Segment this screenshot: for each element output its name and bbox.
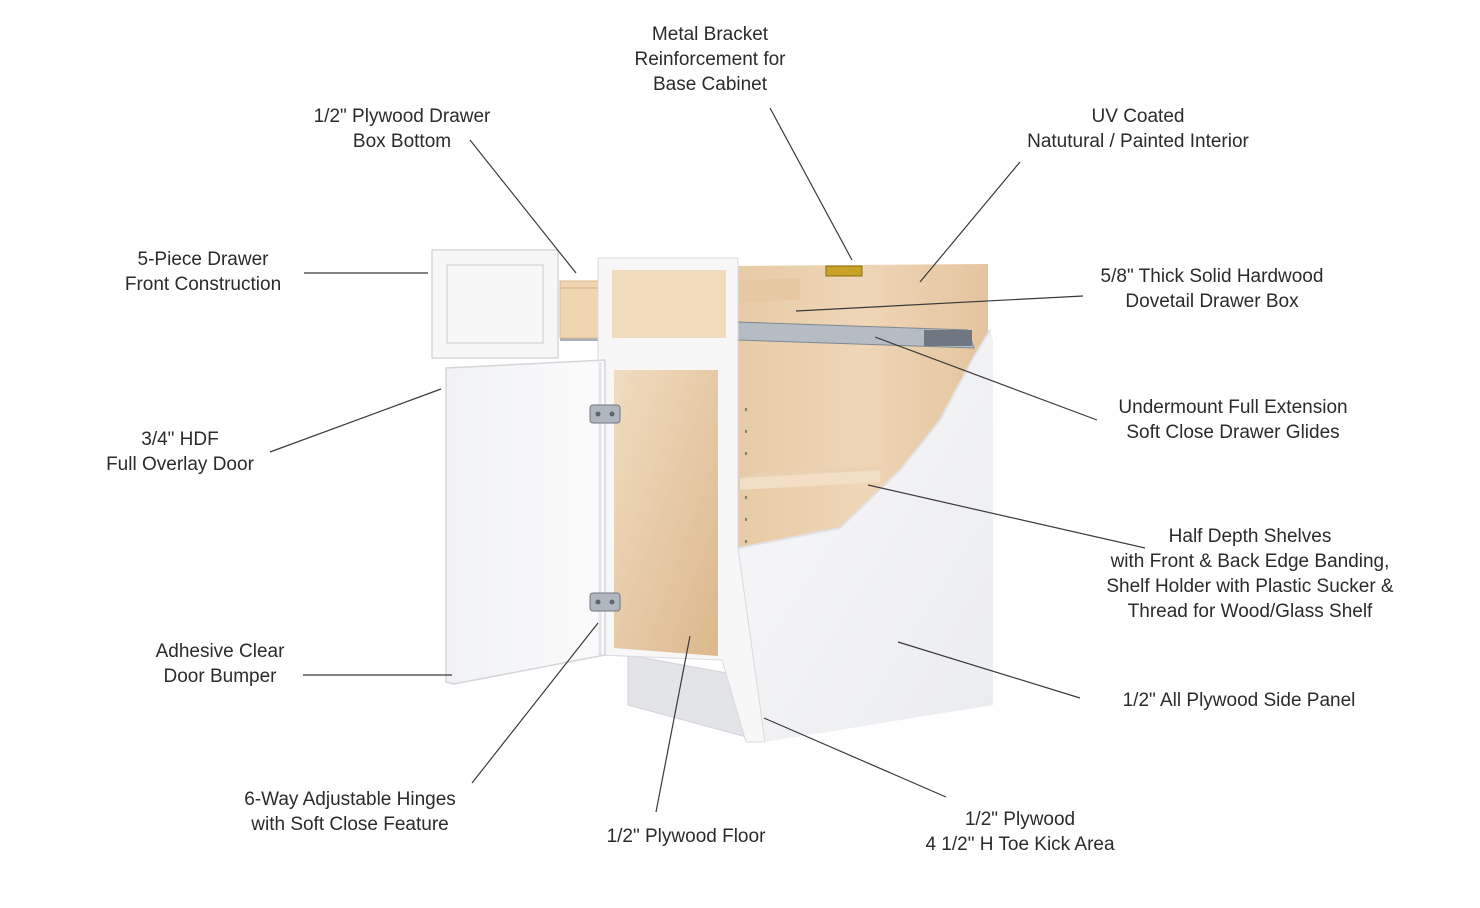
shelf-holes bbox=[745, 408, 747, 543]
hdf-door bbox=[445, 359, 606, 685]
leader-floor bbox=[655, 635, 691, 813]
label-floor: 1/2" Plywood Floor bbox=[606, 826, 766, 847]
leader-drawer-bottom bbox=[469, 139, 577, 274]
label-side-panel: 1/2" All Plywood Side Panel bbox=[1122, 690, 1356, 711]
drawer-front bbox=[431, 249, 559, 359]
label-hinges: 6-Way Adjustable Hinges with Soft Close … bbox=[244, 789, 456, 835]
leader-drawer-box bbox=[795, 295, 1084, 312]
face-frame bbox=[597, 257, 766, 743]
label-drawer-front: 5-Piece Drawer Front Construction bbox=[124, 249, 282, 295]
leader-glides bbox=[874, 336, 1098, 421]
leader-uv-coated bbox=[919, 161, 1021, 283]
leader-metal-bracket bbox=[769, 107, 853, 261]
label-drawer-box: 5/8" Thick Solid Hardwood Dovetail Drawe… bbox=[1100, 266, 1324, 312]
leader-hinges bbox=[471, 622, 599, 784]
leader-toe-kick bbox=[763, 717, 947, 798]
half-depth-shelf bbox=[740, 466, 892, 490]
label-metal-bracket: Metal Bracket Reinforcement for Base Cab… bbox=[634, 24, 786, 95]
label-uv-coated: UV Coated Natutural / Painted Interior bbox=[1027, 106, 1249, 152]
metal-bracket bbox=[825, 265, 863, 277]
label-hdf-door: 3/4" HDF Full Overlay Door bbox=[106, 429, 254, 475]
side-panel bbox=[738, 330, 993, 742]
leader-lines bbox=[269, 107, 1146, 813]
label-toe-kick: 1/2" Plywood 4 1/2" H Toe Kick Area bbox=[925, 809, 1115, 855]
leader-side-panel bbox=[897, 641, 1081, 699]
label-drawer-bottom: 1/2" Plywood Drawer Box Bottom bbox=[313, 106, 491, 152]
leader-hdf-door bbox=[269, 388, 442, 453]
label-shelves: Half Depth Shelves with Front & Back Edg… bbox=[1106, 526, 1394, 622]
label-glides: Undermount Full Extension Soft Close Dra… bbox=[1118, 397, 1348, 443]
leader-shelves bbox=[867, 484, 1146, 549]
hinge-icon bbox=[589, 404, 621, 612]
label-door-bumper: Adhesive Clear Door Bumper bbox=[155, 641, 285, 687]
